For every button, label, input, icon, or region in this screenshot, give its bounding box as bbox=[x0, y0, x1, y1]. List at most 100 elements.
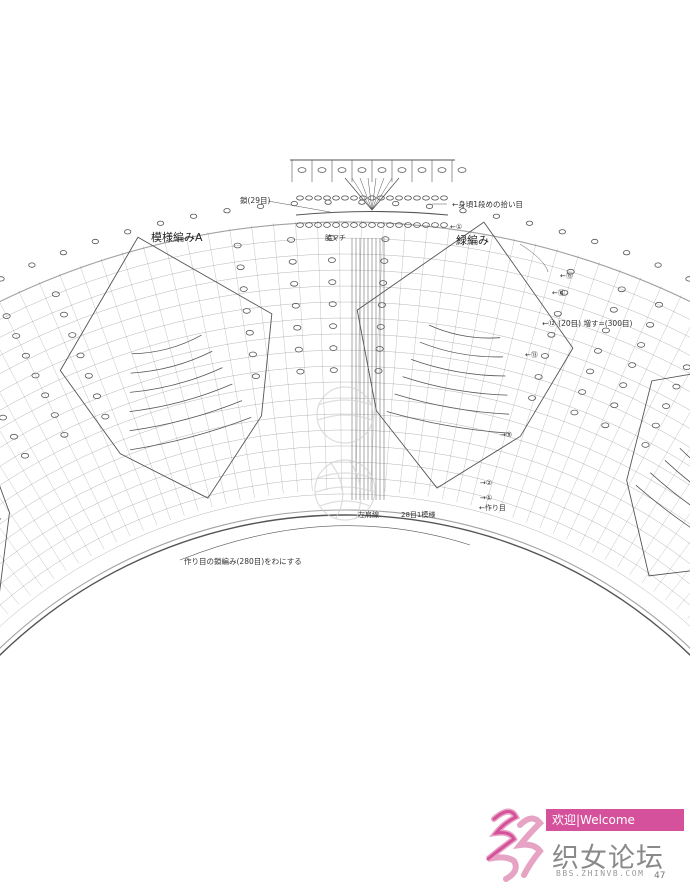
stitch-column bbox=[566, 295, 682, 540]
pineapple-arch bbox=[410, 358, 506, 377]
row-marker-5: →⑤ bbox=[500, 431, 513, 439]
stitch-column bbox=[470, 243, 537, 506]
chain-loop bbox=[68, 332, 77, 338]
chain-loop bbox=[651, 422, 660, 429]
stitch-column bbox=[539, 277, 642, 528]
pineapple-outline bbox=[626, 373, 690, 577]
stitch-column bbox=[0, 580, 20, 605]
chain-loop bbox=[594, 348, 603, 354]
leader-line bbox=[267, 200, 331, 213]
top-chain-row bbox=[395, 195, 403, 201]
row-arc bbox=[0, 509, 690, 649]
stitch-column bbox=[641, 513, 690, 584]
stitch-column bbox=[384, 222, 406, 492]
chain-loop bbox=[290, 280, 299, 287]
stitch-column bbox=[512, 262, 600, 518]
top-fan-ray bbox=[371, 177, 377, 211]
pickup-chain bbox=[305, 222, 313, 228]
row-marker-2: →② bbox=[480, 479, 493, 487]
chain-loop bbox=[560, 289, 569, 296]
stitch-column bbox=[370, 220, 384, 491]
chain-loop bbox=[570, 409, 579, 416]
pickup-chain bbox=[296, 222, 304, 228]
chain-loop bbox=[328, 301, 337, 307]
pickup-chain bbox=[359, 222, 367, 228]
stitch-column bbox=[0, 465, 67, 571]
pineapple-arch bbox=[386, 411, 511, 434]
edge-chain-loop bbox=[622, 250, 631, 256]
chain-loop bbox=[586, 368, 595, 375]
chain-loop bbox=[296, 368, 305, 375]
row-arc bbox=[0, 269, 690, 356]
chain-loop bbox=[377, 302, 386, 308]
stitch-column bbox=[207, 231, 255, 498]
chain-loop bbox=[84, 372, 93, 379]
chain-loop bbox=[9, 433, 18, 440]
row-arc bbox=[0, 477, 690, 606]
foundation-label: ←作り目 bbox=[479, 504, 506, 512]
pineapple-arch bbox=[428, 324, 501, 339]
edge-chain-loop bbox=[392, 201, 400, 207]
stitch-column bbox=[164, 240, 227, 504]
row-marker-13: ←⑬ bbox=[525, 351, 538, 359]
pineapple-arch bbox=[649, 472, 690, 506]
row-marker-15-right: ←⑮ bbox=[560, 272, 573, 280]
chain-loop bbox=[534, 374, 543, 380]
top-chain bbox=[437, 167, 447, 173]
stitch-column bbox=[79, 265, 171, 521]
stitch-column bbox=[653, 541, 690, 592]
top-chain bbox=[417, 167, 427, 173]
pineapple-arch bbox=[129, 367, 223, 393]
edge-chain-loop bbox=[459, 208, 467, 214]
row-arc bbox=[0, 221, 690, 303]
edge-chain-loop bbox=[91, 238, 99, 245]
lower-curve bbox=[179, 525, 471, 561]
chain-loop bbox=[327, 257, 336, 263]
stitch-column bbox=[0, 555, 31, 596]
chain-loop bbox=[566, 268, 575, 275]
row-arc bbox=[0, 493, 690, 627]
row-arc bbox=[0, 413, 690, 525]
pickup-chain bbox=[413, 222, 421, 228]
chain-loop bbox=[293, 324, 302, 331]
stitch-column bbox=[484, 249, 558, 510]
edge-chain-loop bbox=[256, 203, 265, 209]
forum-logo-icon bbox=[486, 808, 545, 882]
pineapple-arch bbox=[402, 376, 508, 396]
top-chain-row bbox=[368, 195, 376, 201]
chain-loop bbox=[672, 383, 681, 390]
stitch-column bbox=[526, 269, 621, 523]
pineapple-outline bbox=[356, 221, 574, 489]
row-arc bbox=[0, 333, 690, 429]
chain-loop bbox=[20, 452, 29, 459]
chain-loop bbox=[236, 264, 245, 271]
chain-loop bbox=[288, 258, 297, 265]
top-chain bbox=[297, 167, 307, 173]
stitch-column bbox=[121, 252, 199, 512]
chain-loop bbox=[242, 308, 251, 314]
chain-loop bbox=[637, 342, 646, 348]
chain-loop bbox=[93, 393, 102, 400]
chain-loop bbox=[329, 323, 338, 329]
stitch-column bbox=[498, 255, 579, 514]
stitch-column bbox=[427, 230, 472, 497]
forum-name: 织女论坛 bbox=[552, 843, 664, 874]
chain-ring-label: 作り目の鎖編み(280目)をわにする bbox=[184, 557, 302, 566]
chain-loop bbox=[76, 352, 85, 359]
stitch-column bbox=[273, 223, 299, 493]
top-chain-row bbox=[332, 195, 340, 201]
chain-loop bbox=[641, 442, 650, 448]
chain-loop bbox=[610, 402, 619, 409]
edge-chain-loop bbox=[124, 229, 132, 235]
top-chain-row bbox=[422, 195, 430, 201]
top-chain-row bbox=[440, 195, 448, 201]
row-marker-14: ←⑭ bbox=[552, 289, 565, 297]
pineapple-arch bbox=[664, 460, 690, 483]
edge-chain-loop bbox=[558, 229, 566, 235]
top-chain-row bbox=[359, 195, 367, 201]
pickup-chain bbox=[332, 222, 340, 228]
stitch-column bbox=[617, 448, 690, 568]
row-arc bbox=[0, 461, 690, 585]
stitch-column bbox=[295, 221, 313, 492]
